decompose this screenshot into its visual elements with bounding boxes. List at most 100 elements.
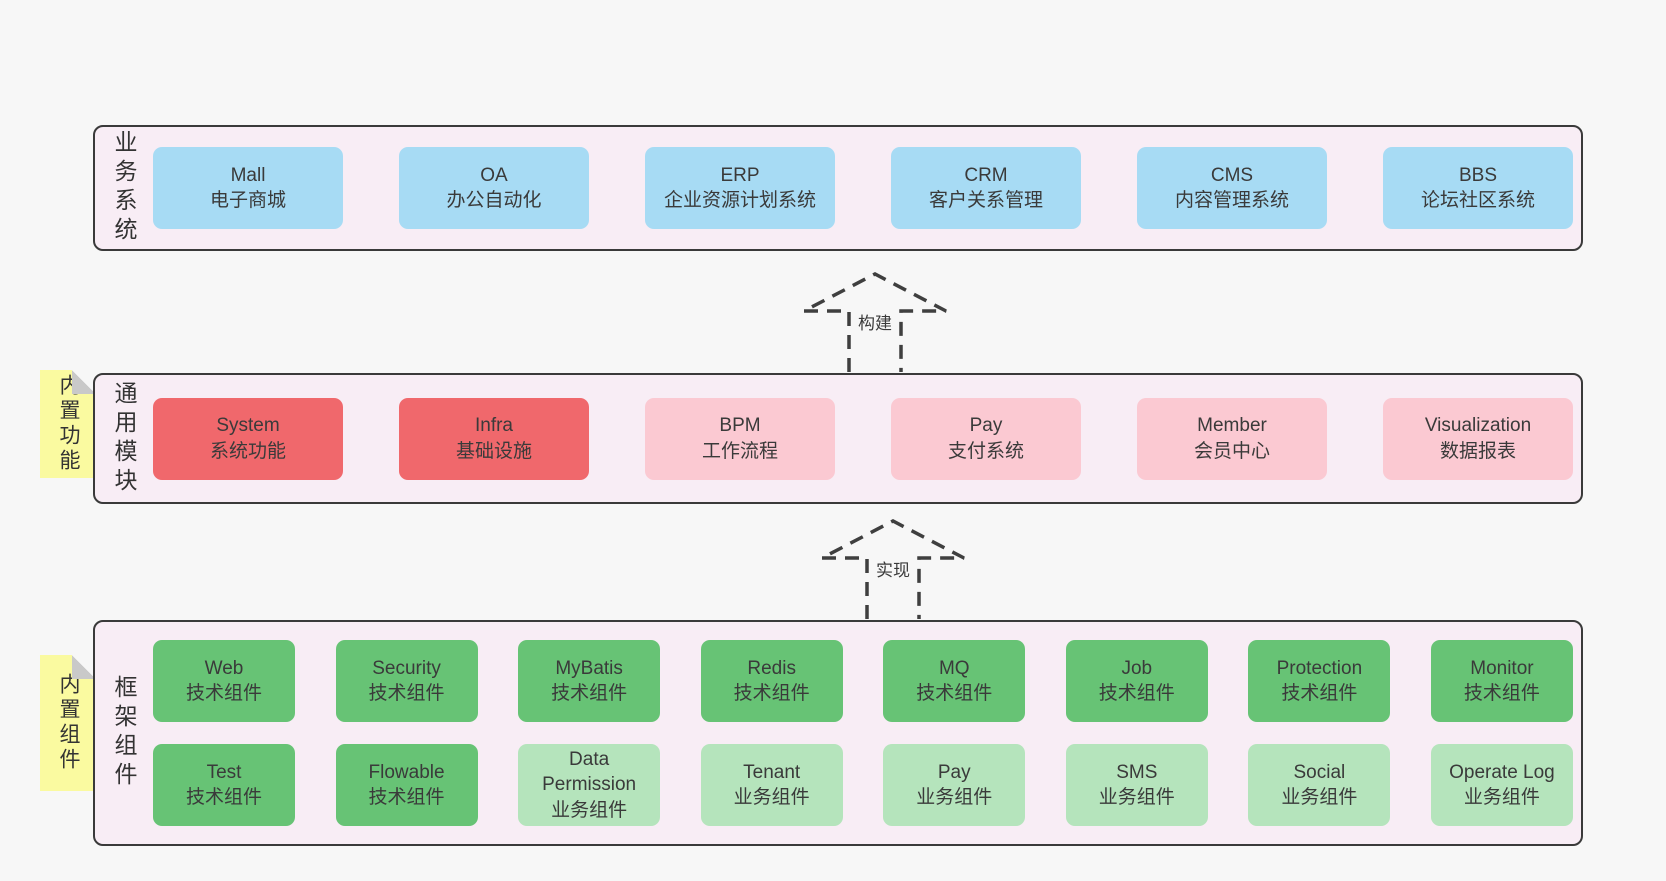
box-name: SMS	[1116, 761, 1158, 783]
box-desc: 基础设施	[455, 440, 532, 462]
box-name: Flowable	[368, 761, 445, 783]
box-job: Job 技术组件	[1065, 640, 1208, 722]
box-monitor: Monitor 技术组件	[1430, 640, 1573, 722]
arrow-implement-label: 实现	[871, 555, 915, 582]
box-erp: ERP 企业资源计划系统	[645, 147, 835, 229]
layer-label-modules: 通用模块	[111, 380, 137, 497]
box-name: Redis	[747, 657, 796, 679]
box-system: System 系统功能	[153, 397, 343, 480]
sticky-note-built-in-features: 内置功能	[40, 370, 96, 478]
box-desc: 企业资源计划系统	[663, 190, 816, 211]
box-name: Visualization	[1424, 415, 1532, 437]
box-pay-component: Pay 业务组件	[883, 744, 1026, 826]
box-desc: 电子商城	[209, 190, 286, 211]
box-mall: Mall 电子商城	[153, 147, 343, 229]
box-desc: 业务组件	[1463, 787, 1540, 808]
box-name: Social	[1293, 761, 1346, 783]
layer-business-systems: 业务系统 Mall 电子商城 OA 办公自动化 ERP 企业资源计划系统 CRM…	[93, 125, 1583, 251]
box-tenant: Tenant 业务组件	[700, 744, 843, 826]
components-row-1: Web 技术组件 Security 技术组件 MyBatis 技术组件 Redi…	[153, 640, 1573, 722]
box-name: OA	[480, 164, 508, 186]
box-bbs: BBS 论坛社区系统	[1383, 147, 1573, 229]
modules-box-row: System 系统功能 Infra 基础设施 BPM 工作流程 Pay 支付系统…	[153, 375, 1581, 502]
box-desc: 支付系统	[947, 440, 1024, 462]
box-name: Security	[372, 657, 441, 679]
box-desc: 技术组件	[1098, 683, 1175, 704]
box-data-permission: Data Permission 业务组件	[518, 744, 661, 826]
components-box-grid: Web 技术组件 Security 技术组件 MyBatis 技术组件 Redi…	[153, 622, 1581, 844]
box-name: Test	[206, 761, 242, 783]
box-member: Member 会员中心	[1137, 397, 1327, 480]
box-mq: MQ 技术组件	[883, 640, 1026, 722]
box-desc: 技术组件	[185, 683, 262, 704]
box-name: System	[216, 415, 280, 437]
box-name: Data Permission	[542, 749, 637, 796]
box-desc: 工作流程	[701, 440, 778, 462]
box-pay-system: Pay 支付系统	[891, 397, 1081, 480]
box-desc: 技术组件	[551, 683, 628, 704]
layer-framework-components: 框架组件 Web 技术组件 Security 技术组件 MyBatis 技术组件…	[93, 620, 1583, 846]
box-desc: 技术组件	[368, 787, 445, 808]
box-desc: 论坛社区系统	[1420, 190, 1535, 211]
box-desc: 客户关系管理	[928, 190, 1043, 211]
box-desc: 办公自动化	[446, 190, 542, 211]
box-name: Monitor	[1470, 657, 1534, 679]
box-desc: 系统功能	[209, 440, 286, 462]
box-social: Social 业务组件	[1248, 744, 1391, 826]
box-infra: Infra 基础设施	[399, 397, 589, 480]
box-name: Pay	[969, 415, 1003, 437]
box-desc: 业务组件	[1281, 787, 1358, 808]
dashed-up-arrow-build-icon: 构建	[802, 272, 948, 372]
box-name: ERP	[720, 164, 760, 186]
box-operate-log: Operate Log 业务组件	[1430, 744, 1573, 826]
up-arrow-icon	[803, 272, 947, 372]
layer-label-components: 框架组件	[111, 675, 137, 791]
dashed-up-arrow-implement-icon: 实现	[820, 519, 966, 619]
box-security: Security 技术组件	[335, 640, 478, 722]
box-desc: 技术组件	[733, 683, 810, 704]
box-cms: CMS 内容管理系统	[1137, 147, 1327, 229]
arrow-build-label: 构建	[853, 308, 897, 335]
box-name: MQ	[938, 657, 970, 679]
business-box-row: Mall 电子商城 OA 办公自动化 ERP 企业资源计划系统 CRM 客户关系…	[153, 127, 1581, 249]
up-arrow-icon	[821, 519, 965, 619]
box-oa: OA 办公自动化	[399, 147, 589, 229]
note-label: 内置功能	[57, 374, 80, 474]
box-test: Test 技术组件	[153, 744, 295, 826]
box-name: Tenant	[743, 761, 801, 783]
box-sms: SMS 业务组件	[1065, 744, 1208, 826]
box-desc: 业务组件	[916, 787, 993, 808]
box-desc: 内容管理系统	[1174, 190, 1289, 211]
box-name: Infra	[474, 415, 514, 437]
box-bpm: BPM 工作流程	[645, 397, 835, 480]
box-desc: 技术组件	[1463, 683, 1540, 704]
box-desc: 业务组件	[733, 787, 810, 808]
box-name: MyBatis	[555, 657, 623, 679]
box-desc: 数据报表	[1439, 440, 1516, 462]
box-desc: 业务组件	[1098, 787, 1175, 808]
box-crm: CRM 客户关系管理	[891, 147, 1081, 229]
box-mybatis: MyBatis 技术组件	[518, 640, 661, 722]
box-name: Pay	[937, 761, 971, 783]
box-name: BBS	[1458, 164, 1498, 186]
box-flowable: Flowable 技术组件	[335, 744, 478, 826]
box-desc: 业务组件	[551, 799, 628, 821]
note-label: 内置组件	[57, 673, 80, 773]
box-redis: Redis 技术组件	[700, 640, 843, 722]
box-desc: 技术组件	[185, 787, 262, 808]
box-desc: 技术组件	[916, 683, 993, 704]
box-name: Member	[1197, 415, 1267, 437]
box-web: Web 技术组件	[153, 640, 295, 722]
components-row-2: Test 技术组件 Flowable 技术组件 Data Permission …	[153, 744, 1573, 826]
box-protection: Protection 技术组件	[1248, 640, 1391, 722]
box-desc: 技术组件	[1281, 683, 1358, 704]
layer-label-business: 业务系统	[111, 130, 137, 246]
box-name: Mall	[230, 164, 266, 186]
layer-common-modules: 通用模块 System 系统功能 Infra 基础设施 BPM 工作流程 Pay…	[93, 373, 1583, 504]
box-name: CMS	[1210, 164, 1254, 186]
box-name: Operate Log	[1449, 761, 1555, 783]
box-name: BPM	[719, 415, 761, 437]
box-desc: 会员中心	[1193, 440, 1270, 462]
box-name: CRM	[964, 164, 1008, 186]
